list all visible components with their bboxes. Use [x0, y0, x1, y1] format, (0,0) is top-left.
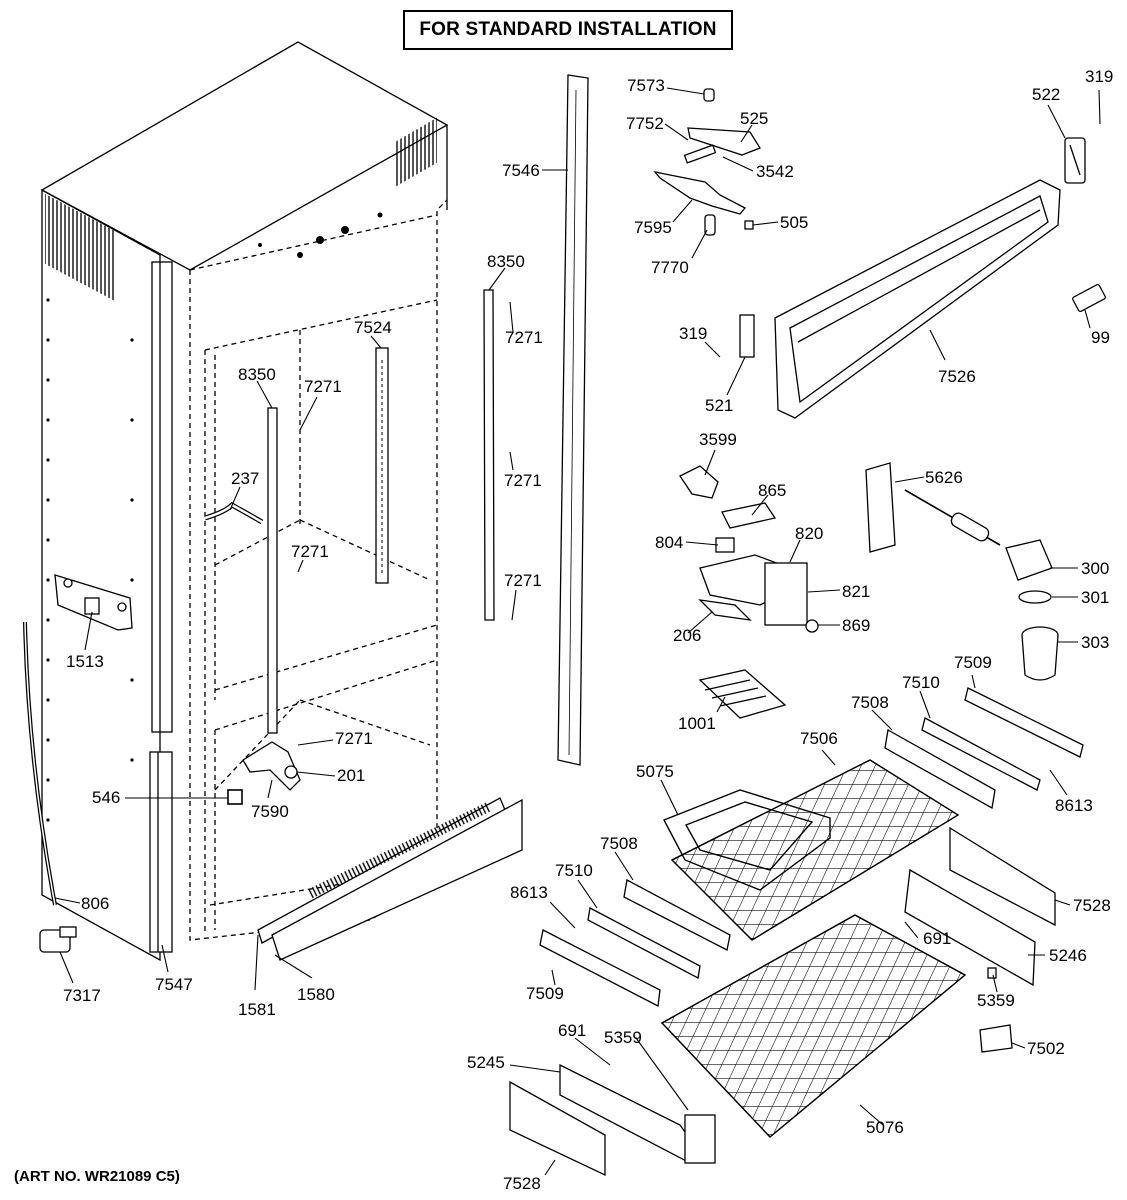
callout-1580: 1580: [297, 985, 335, 1004]
callout-7506: 7506: [800, 729, 838, 748]
callout-7271: 7271: [304, 377, 342, 396]
strip-8350: [483, 289, 495, 621]
art-number: (ART NO. WR21089 C5): [14, 1168, 180, 1185]
callout-806: 806: [81, 894, 109, 913]
track-8350-inner: [267, 407, 278, 734]
callout-522: 522: [1032, 85, 1060, 104]
refrigerator-cabinet: [40, 41, 449, 962]
callout-7509: 7509: [954, 653, 992, 672]
callout-7590: 7590: [251, 802, 289, 821]
callout-7510: 7510: [555, 861, 593, 880]
hinge-bracket-1513: [54, 574, 133, 631]
base-grille: [257, 797, 523, 961]
callout-7508: 7508: [851, 693, 889, 712]
callout-865: 865: [758, 481, 786, 500]
callout-8350: 8350: [487, 252, 525, 271]
callout-5359: 5359: [604, 1028, 642, 1047]
callout-5359: 5359: [977, 991, 1015, 1010]
hinge-521: [739, 314, 755, 358]
callout-7509: 7509: [526, 984, 564, 1003]
callout-206: 206: [673, 626, 701, 645]
tube-237: [204, 501, 264, 525]
callout-820: 820: [795, 524, 823, 543]
callout-labels: 7573 7752 525 3542 7595 505 7770 7546 83…: [63, 67, 1113, 1193]
callout-7770: 7770: [651, 258, 689, 277]
callout-1581: 1581: [238, 1000, 276, 1019]
callout-237: 237: [231, 469, 259, 488]
slide-rails: [509, 687, 1084, 1177]
callout-7595: 7595: [634, 218, 672, 237]
callout-7526: 7526: [938, 367, 976, 386]
rail-7524: [375, 347, 389, 584]
callout-7573: 7573: [627, 76, 665, 95]
callout-505: 505: [780, 213, 808, 232]
door-panel-7526: [774, 179, 1061, 419]
callout-821: 821: [842, 582, 870, 601]
callout-691: 691: [923, 929, 951, 948]
callout-804: 804: [655, 533, 683, 552]
handle-99: [1072, 283, 1106, 313]
callout-7271: 7271: [505, 328, 543, 347]
callout-869: 869: [842, 616, 870, 635]
hinge-522: [1064, 137, 1086, 184]
callout-7317: 7317: [63, 986, 101, 1005]
callout-7524: 7524: [354, 318, 392, 337]
callout-7271: 7271: [291, 542, 329, 561]
basket-5076: [660, 914, 967, 1138]
callout-5076: 5076: [866, 1118, 904, 1137]
callout-546: 546: [92, 788, 120, 807]
part-546: [227, 789, 243, 805]
callout-303: 303: [1081, 633, 1109, 652]
callout-319: 319: [679, 324, 707, 343]
callout-7271: 7271: [335, 729, 373, 748]
callout-8613: 8613: [1055, 796, 1093, 815]
callout-99: 99: [1091, 328, 1110, 347]
callout-319: 319: [1085, 67, 1113, 86]
callout-5075: 5075: [636, 762, 674, 781]
callout-1001: 1001: [678, 714, 716, 733]
callout-7508: 7508: [600, 834, 638, 853]
callout-7547: 7547: [155, 975, 193, 994]
callout-3599: 3599: [699, 430, 737, 449]
callout-5246: 5246: [1049, 946, 1087, 965]
callout-300: 300: [1081, 559, 1109, 578]
callout-7271: 7271: [504, 571, 542, 590]
callout-7271: 7271: [504, 471, 542, 490]
callout-521: 521: [705, 396, 733, 415]
callout-1513: 1513: [66, 652, 104, 671]
callout-7528: 7528: [503, 1174, 541, 1193]
callout-8350: 8350: [238, 365, 276, 384]
callout-7528: 7528: [1073, 896, 1111, 915]
strip-7546: [557, 74, 589, 766]
callout-201: 201: [337, 766, 365, 785]
callout-7502: 7502: [1027, 1039, 1065, 1058]
callout-301: 301: [1081, 588, 1109, 607]
callout-7546: 7546: [502, 161, 540, 180]
icemaker-assembly: [679, 462, 1059, 719]
hinge-assembly: [653, 88, 761, 236]
callout-5626: 5626: [925, 468, 963, 487]
diagram-title: FOR STANDARD INSTALLATION: [403, 10, 733, 50]
callout-7510: 7510: [902, 673, 940, 692]
callout-8613: 8613: [510, 883, 548, 902]
callout-525: 525: [740, 109, 768, 128]
callout-7752: 7752: [626, 114, 664, 133]
leader-lines: [54, 87, 1101, 1176]
callout-5245: 5245: [467, 1053, 505, 1072]
callout-691: 691: [558, 1021, 586, 1040]
basket-7506: [670, 759, 960, 941]
clip-7317: [39, 926, 77, 953]
callout-3542: 3542: [756, 162, 794, 181]
